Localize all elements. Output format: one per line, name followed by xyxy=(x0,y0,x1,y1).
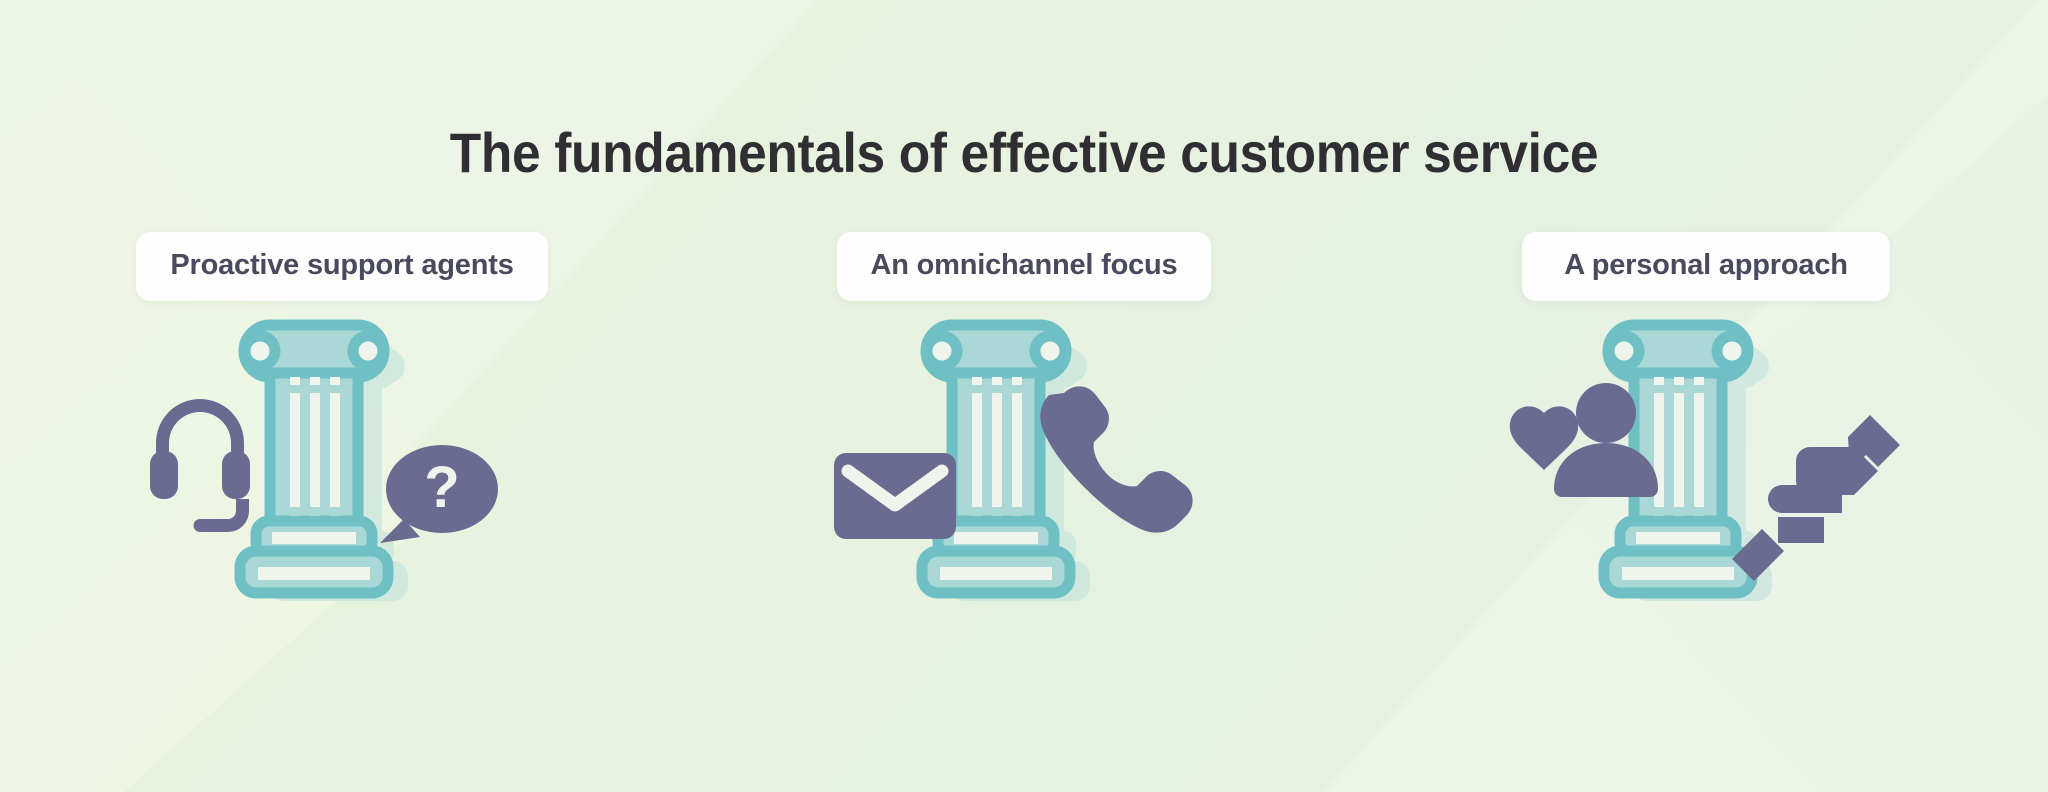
illustration-pillar-envelope-phone xyxy=(814,319,1234,611)
illustration-pillar-headset-question: ? xyxy=(132,319,552,611)
envelope-icon xyxy=(834,453,956,539)
label-text: An omnichannel focus xyxy=(870,249,1178,281)
heart-icon xyxy=(1509,406,1579,470)
column-an-omnichannel-focus: An omnichannel focus xyxy=(683,232,1365,611)
page-title: The fundamentals of effective customer s… xyxy=(449,120,1599,184)
label-card-proactive-support-agents[interactable]: Proactive support agents xyxy=(136,232,548,301)
person-icon xyxy=(1554,383,1658,497)
illustration-pillar-person-heart-handshake xyxy=(1496,319,1916,611)
headset-icon xyxy=(150,399,250,532)
label-card-a-personal-approach[interactable]: A personal approach xyxy=(1522,232,1890,301)
column-a-personal-approach: A personal approach xyxy=(1365,232,2047,611)
label-text: A personal approach xyxy=(1564,249,1848,281)
pillar-column xyxy=(234,319,394,599)
pillar-column xyxy=(1598,319,1758,599)
column-proactive-support-agents: Proactive support agents xyxy=(1,232,683,611)
pillar-column xyxy=(916,319,1076,599)
question-speech-bubble-icon: ? xyxy=(380,445,498,543)
phone-handset-icon xyxy=(1040,386,1193,533)
question-mark-glyph: ? xyxy=(424,455,459,520)
label-text: Proactive support agents xyxy=(170,249,514,281)
fundamentals-columns: Proactive support agents xyxy=(0,232,2048,611)
handshake-icon xyxy=(1732,415,1900,581)
label-card-an-omnichannel-focus[interactable]: An omnichannel focus xyxy=(836,232,1212,301)
